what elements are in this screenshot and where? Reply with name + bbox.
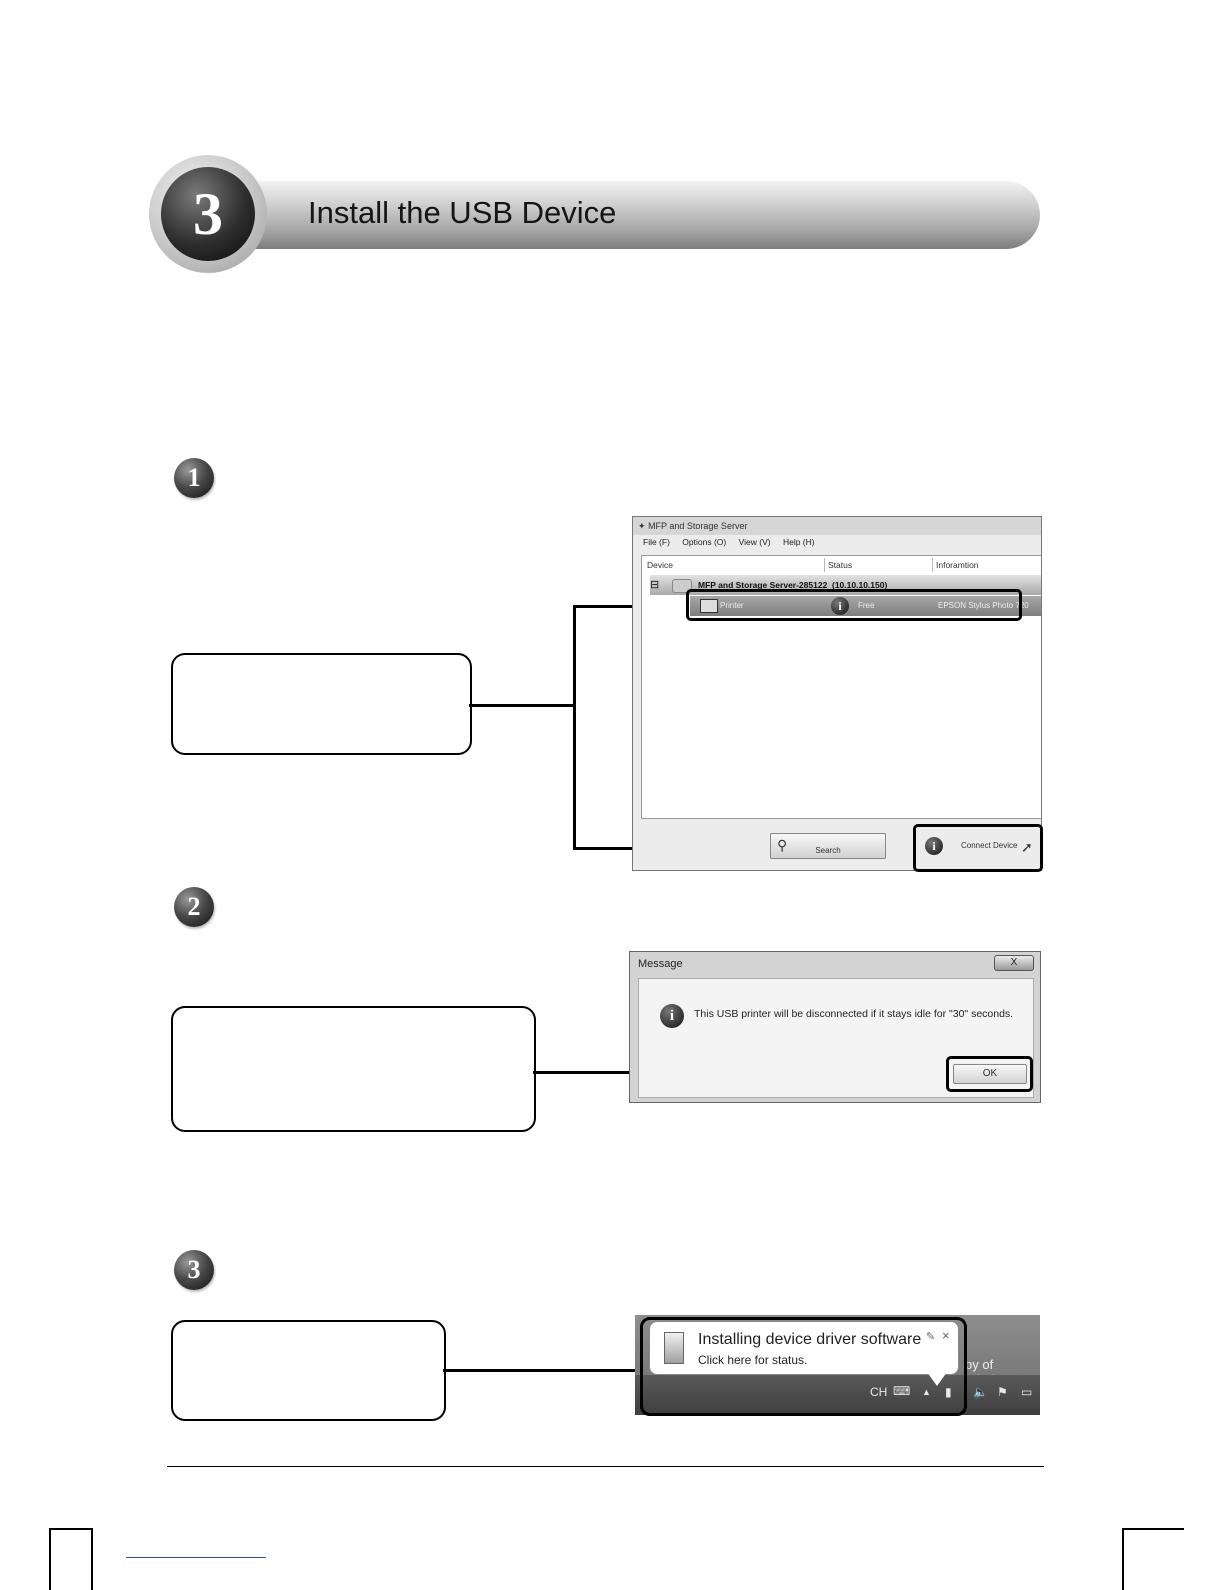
step-3-callout: [171, 1320, 446, 1421]
printer-highlight: [686, 589, 1022, 621]
balloon-tail: [927, 1372, 947, 1386]
menu-view[interactable]: View (V): [738, 537, 771, 547]
tray-language[interactable]: CH: [870, 1385, 888, 1399]
volume-icon[interactable]: 🔈: [973, 1385, 988, 1399]
usb-icon[interactable]: ▮: [945, 1385, 952, 1399]
connector-line: [469, 704, 575, 707]
search-button-label: Search: [815, 846, 841, 855]
cursor-icon: ➚: [1021, 839, 1033, 855]
taskbar: [635, 1375, 1040, 1415]
connect-button-label: Connect Device: [961, 841, 1018, 850]
server-ip: (10.10.10.150): [832, 580, 888, 590]
menu-file[interactable]: File (F): [643, 537, 670, 547]
dialog-title: Message: [638, 958, 683, 970]
device-icon: [664, 1332, 684, 1364]
column-status[interactable]: Status: [828, 560, 853, 570]
dialog-message: This USB printer will be disconnected if…: [694, 1008, 1014, 1020]
step-2-callout: [171, 1006, 536, 1132]
search-icon: ⚲: [777, 837, 788, 853]
page-title: Install the USB Device: [308, 195, 617, 230]
connector-line: [573, 605, 689, 608]
info-icon: i: [925, 837, 943, 855]
keyboard-icon[interactable]: ⌨: [893, 1384, 911, 1398]
collapse-icon[interactable]: ⊟: [650, 579, 660, 591]
printer-status: Free: [858, 601, 875, 610]
app-icon: ✦: [638, 521, 646, 531]
title-banner: [200, 181, 1040, 249]
column-divider: [932, 558, 933, 572]
printer-information: EPSON Stylus Photo 720: [938, 601, 1029, 610]
server-name: MFP and Storage Server-285122: [698, 580, 828, 590]
mfp-server-window: ✦ MFP and Storage Server File (F) Option…: [632, 516, 1042, 871]
step-1-callout: [171, 653, 472, 755]
action-center-icon[interactable]: ⚑: [997, 1385, 1008, 1399]
crop-mark-right: [1122, 1528, 1184, 1590]
ok-button[interactable]: OK: [953, 1064, 1027, 1084]
ok-highlight: [946, 1056, 1033, 1092]
connector-line: [443, 1369, 640, 1372]
column-device[interactable]: Device: [647, 560, 673, 570]
close-button[interactable]: X: [994, 955, 1034, 971]
printer-icon: [700, 599, 718, 613]
notification-title: Installing device driver software: [698, 1331, 922, 1348]
column-information[interactable]: Inforamtion: [936, 560, 979, 570]
notification-balloon[interactable]: Installing device driver software Click …: [649, 1321, 959, 1375]
step-1-badge: 1: [174, 458, 214, 498]
connector-line: [573, 605, 576, 850]
network-icon[interactable]: ▭: [1021, 1385, 1033, 1399]
section-number: 3: [161, 167, 255, 261]
printer-device: Printer: [720, 601, 744, 610]
printer-row[interactable]: Printer i Free EPSON Stylus Photo 720: [690, 596, 1041, 616]
footer-rule: [167, 1466, 1044, 1467]
message-dialog: Message X i This USB printer will be dis…: [629, 951, 1041, 1103]
connect-device-button[interactable]: i Connect Device ➚: [917, 829, 1037, 863]
column-divider: [824, 558, 825, 572]
footer-link-underline: [126, 1557, 266, 1558]
crop-mark-left: [49, 1528, 93, 1590]
search-button[interactable]: ⚲ Search: [770, 833, 886, 859]
menu-bar: File (F) Options (O) View (V) Help (H): [633, 537, 1041, 553]
window-title: MFP and Storage Server: [648, 521, 748, 531]
notification-subtitle[interactable]: Click here for status.: [698, 1353, 808, 1367]
taskbar-screenshot: py of Window Installing device driver so…: [635, 1315, 1040, 1415]
notification-highlight: [640, 1317, 967, 1416]
close-icon[interactable]: ×: [942, 1328, 950, 1343]
step-3-badge: 3: [174, 1250, 214, 1290]
step-2-badge: 2: [174, 887, 214, 927]
info-icon: i: [831, 597, 849, 615]
menu-options[interactable]: Options (O): [682, 537, 727, 547]
show-hidden-icons-icon[interactable]: ▲: [922, 1387, 931, 1397]
window-titlebar: ✦ MFP and Storage Server: [633, 517, 1041, 535]
connect-highlight: [913, 824, 1043, 872]
info-icon: i: [660, 1004, 684, 1028]
wrench-icon[interactable]: ✎: [926, 1331, 936, 1343]
menu-help[interactable]: Help (H): [782, 537, 815, 547]
